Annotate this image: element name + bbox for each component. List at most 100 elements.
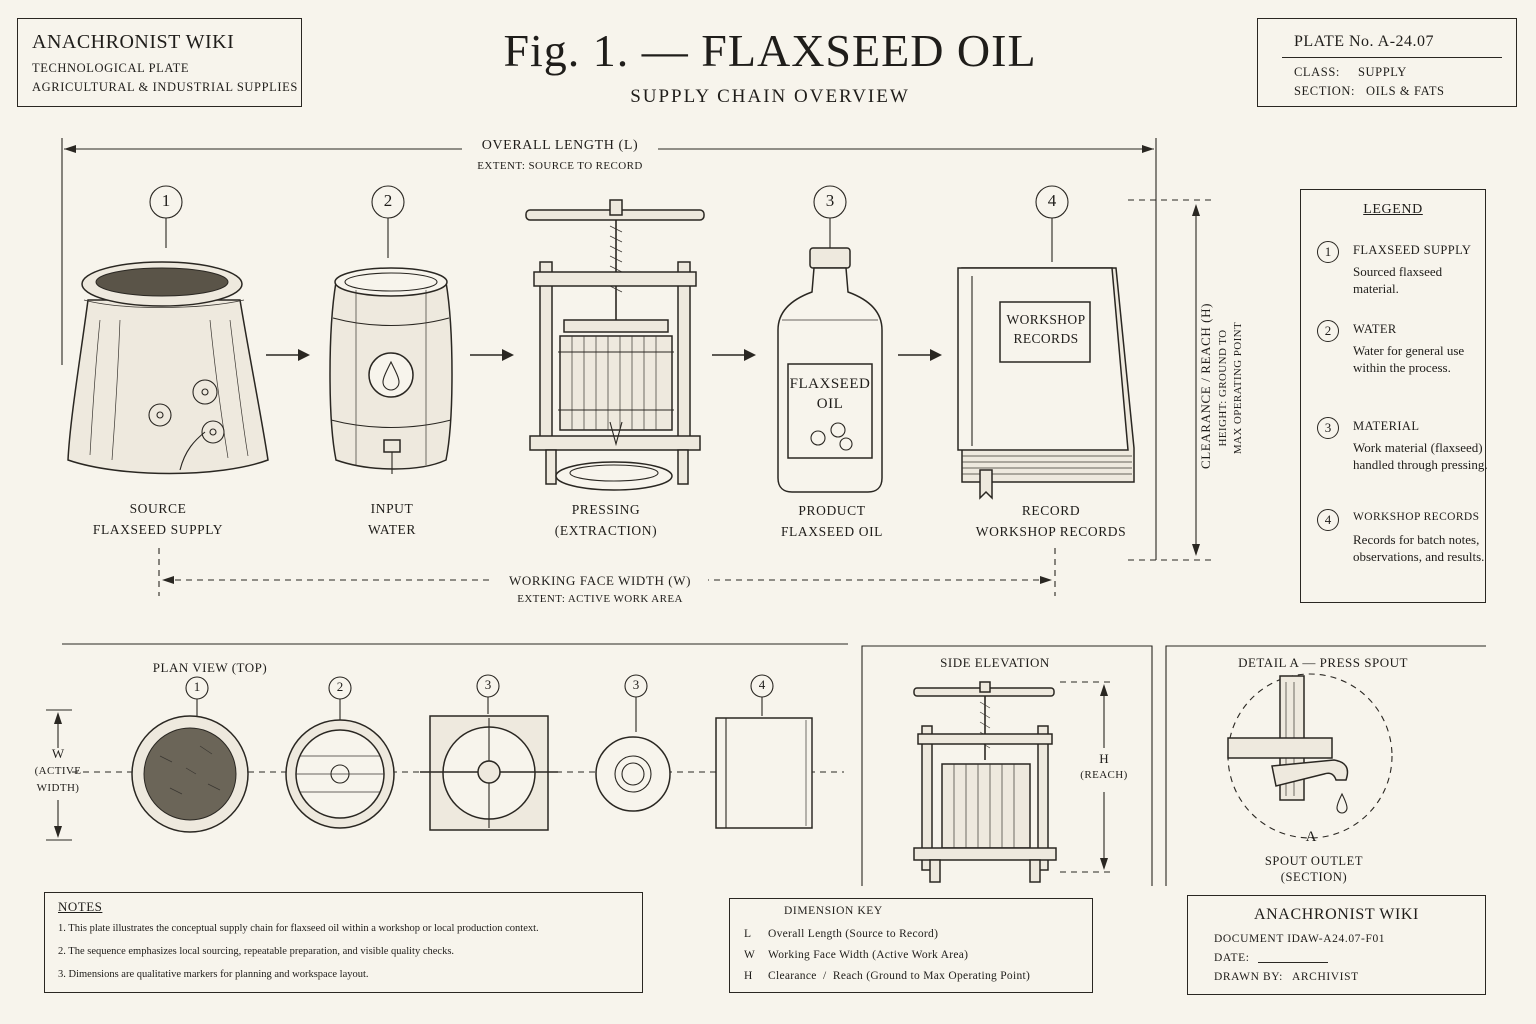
dimension-key-row-w-text: Working Face Width (Active Work Area): [768, 949, 969, 961]
legend-item-3-desc: Work material (flaxseed) handled through…: [1353, 440, 1488, 472]
legend-item-2-desc: Water for general use within the process…: [1353, 343, 1465, 375]
title-block-doc-label: DOCUMENT ID:: [1214, 933, 1305, 945]
overall-length-dimension: [61, 138, 1157, 560]
bottom-views-diagram: [46, 643, 1486, 886]
detail-caption-1: SPOUT OUTLET: [1264, 854, 1364, 868]
stage-marker-4: [1035, 185, 1069, 262]
flow-arrow-2: [470, 349, 514, 361]
clearance-height-line-2: MAX OPERATING POINT: [1232, 321, 1244, 455]
plan-view-title: PLAN VIEW (TOP): [152, 660, 268, 675]
bottle-label-line-2: OIL: [816, 396, 844, 412]
plan-press-top: [420, 715, 558, 831]
header-line-2: AGRICULTURAL & INDUSTRIAL SUPPLIES: [32, 80, 298, 94]
book-label-line-1: WORKSHOP: [1006, 312, 1086, 327]
dimension-key-panel: DIMENSION KEY L Overall Length (Source t…: [729, 898, 1093, 993]
stage-2-caption-line-2: WATER: [368, 522, 416, 537]
plan-marker-2-label: 2: [336, 679, 344, 694]
stage-marker-1: [149, 185, 183, 248]
header-line-1: TECHNOLOGICAL PLATE: [32, 61, 190, 75]
legend-item-3-title: MATERIAL: [1353, 419, 1420, 433]
stage-2-caption-line-1: INPUT: [370, 501, 414, 516]
plan-book-top: [715, 717, 813, 829]
dimension-key-row-l-text: Overall Length (Source to Record): [768, 928, 939, 940]
book-label-line-2: RECORDS: [1013, 331, 1079, 346]
plan-bottle-top: [595, 736, 671, 812]
water-drop-icon: [382, 360, 400, 391]
overall-length-label: OVERALL LENGTH (L): [481, 138, 639, 153]
stage-marker-3-label: 3: [825, 191, 835, 210]
working-face-width-dimension: [158, 548, 1056, 596]
plate-section-label: SECTION:: [1294, 84, 1356, 98]
plate-number: PLATE No. A-24.07: [1294, 33, 1435, 50]
plate-class-label: CLASS:: [1294, 65, 1340, 79]
stage-4-caption-line-1: PRODUCT: [798, 503, 866, 518]
title-block-date-label: DATE:: [1214, 952, 1250, 964]
stage-3-caption-line-2: (EXTRACTION): [554, 523, 658, 538]
stage-3-caption-line-1: PRESSING: [571, 502, 641, 517]
plan-markers: [185, 674, 774, 732]
dimension-key-row-l-key: L: [744, 928, 752, 940]
title-block-site: ANACHRONIST WIKI: [1253, 906, 1419, 923]
legend-item-1-title: FLAXSEED SUPPLY: [1353, 243, 1472, 257]
page-title: Fig. 1. — FLAXSEED OIL: [503, 25, 1037, 76]
plate-section-value: OILS & FATS: [1366, 84, 1445, 98]
bottle-flower-icon: [810, 422, 853, 451]
side-elevation-title: SIDE ELEVATION: [940, 655, 1050, 670]
clearance-dimension: [1128, 199, 1216, 561]
plan-width-dimension: [46, 709, 72, 841]
title-block-drawn-label: DRAWN BY:: [1214, 971, 1283, 983]
title-block-drawn-value: ARCHIVIST: [1292, 971, 1359, 983]
detail-marker: A: [1305, 829, 1317, 845]
press-spout-detail: [1227, 673, 1393, 839]
flow-arrow-1: [266, 349, 310, 361]
overall-length-extent: EXTENT: SOURCE TO RECORD: [477, 160, 643, 172]
stage-marker-4-label: 4: [1047, 191, 1057, 210]
plan-marker-5-label: 4: [758, 677, 766, 692]
working-face-width-extent: EXTENT: ACTIVE WORK AREA: [517, 593, 683, 605]
plate-box: PLATE No. A-24.07 CLASS: SUPPLY SECTION:…: [1257, 18, 1517, 107]
stage-5-caption-line-2: WORKSHOP RECORDS: [975, 524, 1127, 539]
water-barrel-illustration: [329, 267, 453, 474]
plan-width-label: W: [51, 746, 65, 761]
page-subtitle: SUPPLY CHAIN OVERVIEW: [630, 86, 910, 107]
side-elevation-h-label: H: [1099, 751, 1109, 766]
stage-5-caption-line-1: RECORD: [1021, 503, 1081, 518]
legend-item-1-desc: Sourced flaxseed material.: [1353, 264, 1443, 296]
plan-barrel-top: [285, 719, 395, 829]
plate-divider: [1282, 57, 1502, 58]
side-elevation-h-sub: (REACH): [1080, 769, 1128, 781]
bottle-label-line-1: FLAXSEED: [789, 376, 871, 392]
flaxseed-sack-illustration: [67, 261, 269, 475]
notes-panel: NOTES 1. This plate illustrates the conc…: [44, 892, 643, 993]
header-left-box: ANACHRONIST WIKI TECHNOLOGICAL PLATE AGR…: [17, 18, 302, 107]
dimension-key-row-w-key: W: [744, 949, 756, 961]
flax-flower-icon: [148, 379, 225, 471]
legend-number-1: 1: [1317, 241, 1339, 263]
supply-chain-diagram: [61, 138, 1216, 596]
legend-item-4-title: WORKSHOP RECORDS: [1353, 511, 1480, 523]
workshop-records-book-illustration: [957, 267, 1135, 500]
notes-title: NOTES: [58, 899, 103, 914]
note-2: 2. The sequence emphasizes local sourcin…: [58, 946, 455, 957]
stage-1-caption-line-2: FLAXSEED SUPPLY: [92, 522, 224, 537]
clearance-height-line-1: HEIGHT: GROUND TO: [1217, 329, 1229, 447]
plan-width-sub-1: (ACTIVE: [34, 765, 82, 777]
legend-item-2-title: WATER: [1353, 322, 1397, 336]
note-3: 3. Dimensions are qualitative markers fo…: [58, 969, 369, 980]
flow-arrow-4: [898, 349, 942, 361]
flow-arrow-3: [712, 349, 756, 361]
site-name: ANACHRONIST WIKI: [32, 31, 235, 53]
stage-marker-2-label: 2: [383, 191, 393, 210]
plan-width-sub-2: WIDTH): [36, 782, 80, 794]
detail-caption-2: (SECTION): [1280, 870, 1348, 884]
legend-item-4-desc: Records for batch notes, observations, a…: [1353, 532, 1485, 564]
plate-class-value: SUPPLY: [1358, 65, 1407, 79]
dimension-key-row-h-text: Clearance / Reach (Ground to Max Operati…: [768, 970, 1031, 982]
legend-panel: LEGEND 1 FLAXSEED SUPPLY Sourced flaxsee…: [1300, 189, 1488, 603]
dimension-key-title: DIMENSION KEY: [784, 905, 883, 917]
working-face-width-label: WORKING FACE WIDTH (W): [508, 573, 692, 588]
side-elevation-press: [913, 681, 1112, 883]
legend-title: LEGEND: [1363, 202, 1423, 217]
legend-number-2: 2: [1317, 320, 1339, 342]
stage-marker-2: [371, 185, 405, 258]
